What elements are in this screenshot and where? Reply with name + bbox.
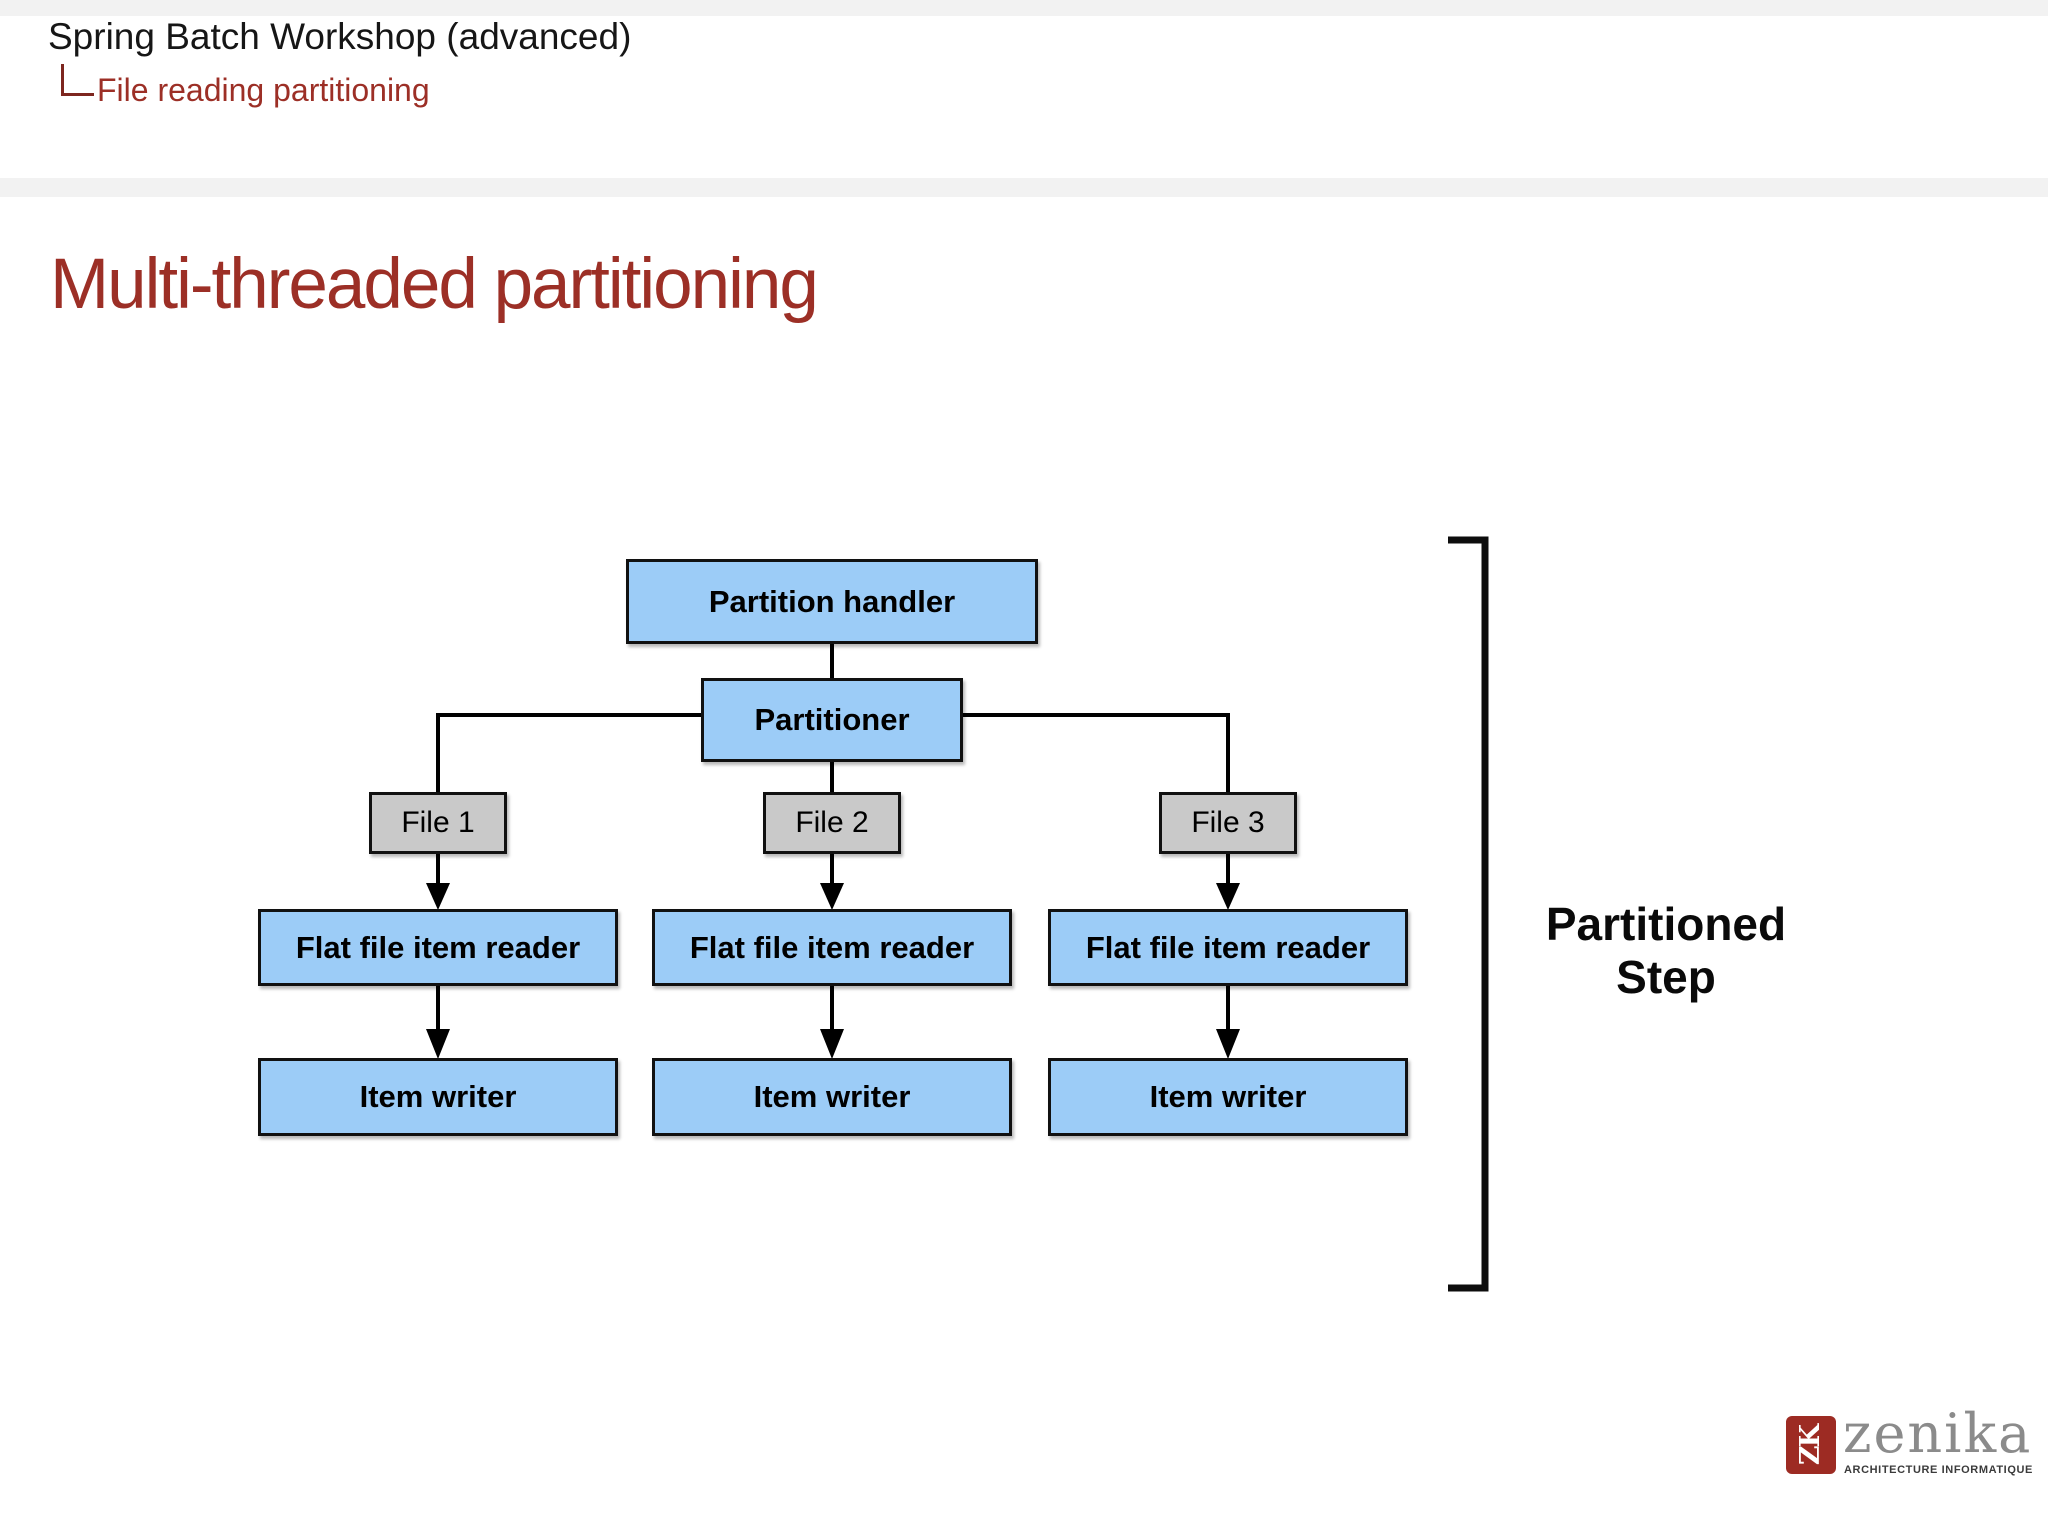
file-3-box: File 3 — [1159, 792, 1297, 854]
zenika-logo-name: zenika — [1843, 1402, 2033, 1465]
section-title: File reading partitioning — [97, 72, 430, 108]
zenika-logo-tagline: ARCHITECTURE INFORMATIQUE — [1844, 1464, 2033, 1476]
file-1-box: File 1 — [369, 792, 507, 854]
file3-reader-arrowhead-icon — [1216, 883, 1240, 910]
zenika-logo: ZK zenika ARCHITECTURE INFORMATIQUE — [1786, 1402, 2036, 1490]
file1-reader-arrowhead-icon — [426, 883, 450, 910]
top-strip — [0, 0, 2048, 16]
item-writer-3-box: Item writer — [1048, 1058, 1408, 1136]
page-title: Multi-threaded partitioning — [50, 245, 819, 324]
partitioner-box: Partitioner — [701, 678, 963, 762]
flat-file-item-reader-1-box: Flat file item reader — [258, 909, 618, 986]
section-tree-connector-icon — [61, 64, 94, 96]
flat-file-item-reader-3-box: Flat file item reader — [1048, 909, 1408, 986]
partitioned-step-line2: Step — [1616, 950, 1716, 1003]
zenika-logo-mark-icon: ZK — [1786, 1416, 1836, 1474]
header-divider-band — [0, 178, 2048, 197]
partitioned-step-label: Partitioned Step — [1506, 898, 1826, 1004]
partitioned-step-bracket — [1448, 536, 1489, 1292]
item-writer-2-box: Item writer — [652, 1058, 1012, 1136]
file-2-box: File 2 — [763, 792, 901, 854]
item-writer-1-box: Item writer — [258, 1058, 618, 1136]
file2-reader-arrowhead-icon — [820, 883, 844, 910]
presentation-title: Spring Batch Workshop (advanced) — [48, 16, 632, 57]
reader3-writer-arrowhead-icon — [1216, 1029, 1240, 1059]
partition-handler-box: Partition handler — [626, 559, 1038, 644]
reader2-writer-arrowhead-icon — [820, 1029, 844, 1059]
flat-file-item-reader-2-box: Flat file item reader — [652, 909, 1012, 986]
reader1-writer-arrowhead-icon — [426, 1029, 450, 1059]
partitioned-step-line1: Partitioned — [1545, 898, 1787, 950]
